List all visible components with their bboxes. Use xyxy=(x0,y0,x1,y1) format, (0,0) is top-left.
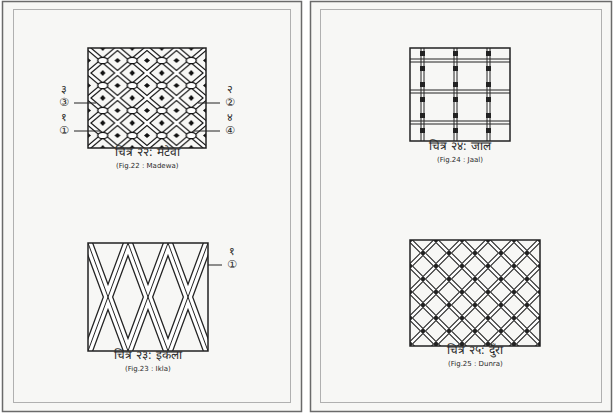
callout-circle: ② xyxy=(225,97,235,109)
callout-number: २ xyxy=(227,84,233,96)
figure-caption: चित्र २५: दुँरा xyxy=(447,344,503,357)
callout-circle: ① xyxy=(227,259,237,271)
figure-caption-english: (Fig.23 : Ikla) xyxy=(125,366,171,374)
callout-circle: ① xyxy=(59,125,69,137)
figure-caption: चित्र २२: मटेवा xyxy=(115,146,180,159)
figure-caption-english: (Fig.22 : Madewa) xyxy=(116,163,178,171)
callout-circle: ③ xyxy=(59,97,69,109)
callout-number: १ xyxy=(229,246,235,258)
figure-caption-english: (Fig.25 : Dunra) xyxy=(448,361,503,369)
callout-circle: ④ xyxy=(225,125,235,137)
callout-number: ४ xyxy=(227,112,233,124)
figure-caption: चित्र २३: इकला xyxy=(114,349,182,362)
figure-caption-english: (Fig.24 : Jaal) xyxy=(437,157,483,165)
callout-number: १ xyxy=(61,112,67,124)
callout-number: ३ xyxy=(61,84,67,96)
figure-caption: चित्र २४: जाल xyxy=(429,140,491,153)
